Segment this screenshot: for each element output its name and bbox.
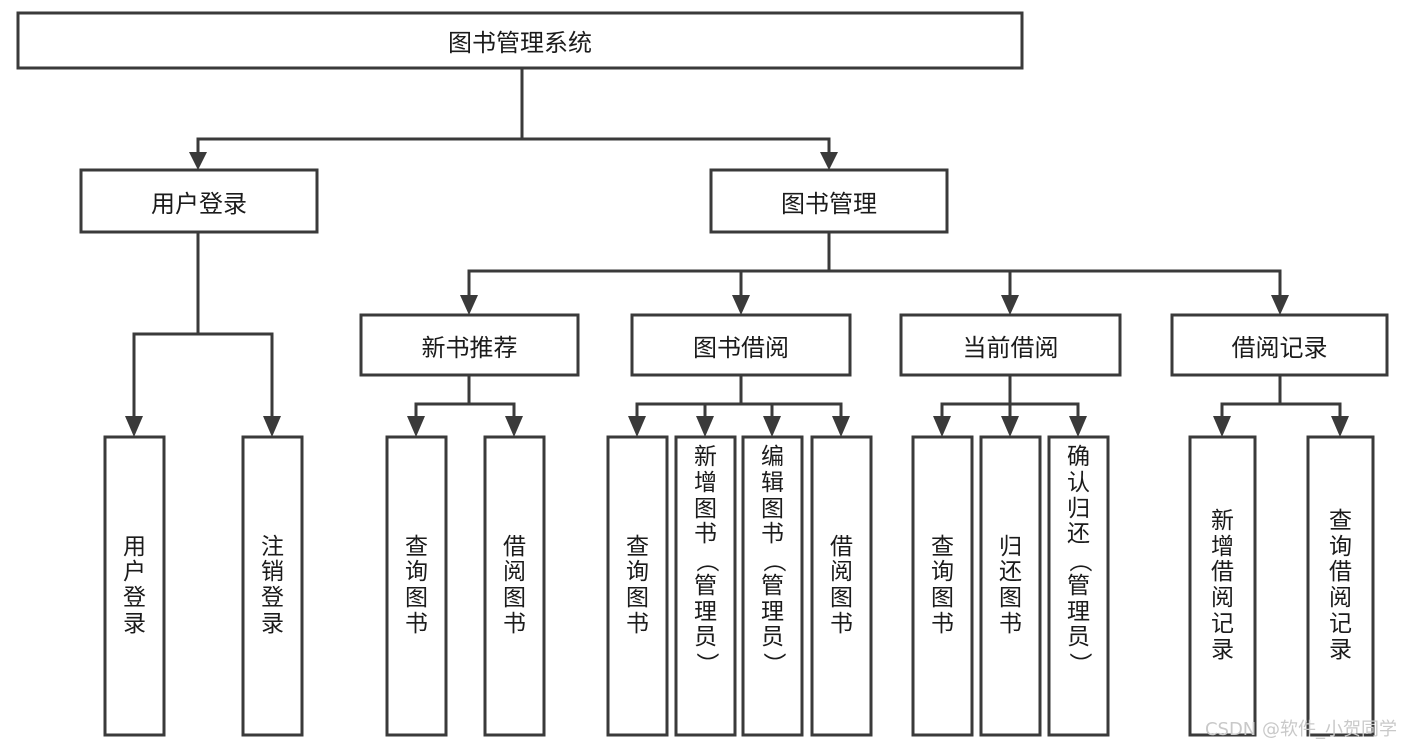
arrow-head-leaf-query-record: [1331, 416, 1349, 437]
node-new-book-rec-box[interactable]: [359, 313, 580, 377]
node-current-borrow-box[interactable]: [899, 313, 1122, 377]
node-leaf-confirm-return-box[interactable]: [1047, 435, 1110, 737]
arrow-head-leaf-add-record: [1213, 416, 1231, 437]
node-user-login-box[interactable]: [79, 168, 319, 234]
node-leaf-user-login-box[interactable]: [103, 435, 166, 737]
arrow-head-leaf-borrow-book-1: [505, 416, 523, 437]
node-leaf-add-record-box[interactable]: [1188, 435, 1257, 737]
node-borrow-record-box[interactable]: [1170, 313, 1389, 377]
node-leaf-add-book-box[interactable]: [674, 435, 737, 737]
connector-layer: [125, 66, 1349, 437]
arrow-head-leaf-query-book-2: [628, 416, 646, 437]
node-leaf-query-record-box[interactable]: [1306, 435, 1375, 737]
node-leaf-user-logout-box[interactable]: [241, 435, 304, 737]
node-book-manage-box[interactable]: [709, 168, 949, 234]
node-leaf-return-book-box[interactable]: [979, 435, 1042, 737]
arrow-head-book-borrow: [732, 295, 750, 315]
arrow-head-leaf-query-book-3: [933, 416, 951, 437]
arrow-head-borrow-record: [1271, 295, 1289, 315]
node-leaf-borrow-book-1-box[interactable]: [483, 435, 546, 737]
arrow-head-book-manage: [820, 152, 838, 170]
arrow-head-leaf-confirm-return: [1069, 416, 1087, 437]
node-leaf-query-book-2-box[interactable]: [606, 435, 669, 737]
arrow-head-leaf-add-book: [696, 416, 714, 437]
csdn-watermark: CSDN @软件_小贺同学: [1204, 719, 1397, 740]
arrow-head-leaf-query-book-1: [407, 416, 425, 437]
node-leaf-query-book-3-box[interactable]: [911, 435, 974, 737]
arrow-head-leaf-user-login: [125, 416, 143, 437]
arrow-head-user-login: [189, 152, 207, 170]
arrow-head-new-book-rec: [460, 295, 478, 315]
node-book-borrow-box[interactable]: [630, 313, 852, 377]
node-leaf-edit-book-box[interactable]: [741, 435, 804, 737]
node-leaf-query-book-1-box[interactable]: [385, 435, 448, 737]
arrow-head-leaf-borrow-book-2: [832, 416, 850, 437]
node-leaf-borrow-book-2-box[interactable]: [810, 435, 873, 737]
arrow-head-leaf-user-logout: [263, 416, 281, 437]
arrow-head-leaf-edit-book: [763, 416, 781, 437]
arrow-head-leaf-return-book: [1001, 416, 1019, 437]
node-root-box[interactable]: [16, 11, 1024, 70]
arrow-head-current-borrow: [1001, 295, 1019, 315]
node-box-layer: [16, 11, 1389, 737]
